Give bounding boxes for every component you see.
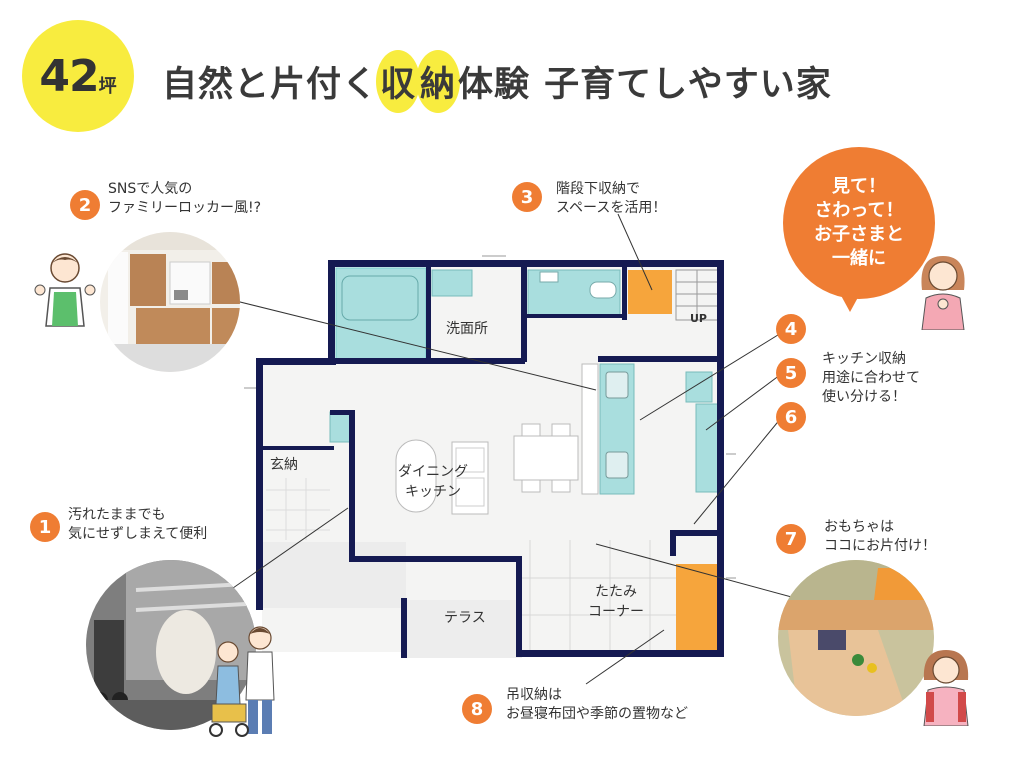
title-part2: 体験 <box>458 65 531 105</box>
point-6-marker: 6 <box>776 402 806 432</box>
size-badge: 42 坪 <box>22 20 134 132</box>
bathroom <box>335 267 427 361</box>
bubble-line-1: 見て！ <box>832 176 886 197</box>
stairs <box>675 269 719 321</box>
chair <box>551 479 571 493</box>
size-number: 42 <box>39 50 99 102</box>
bathtub <box>341 275 419 321</box>
family-illustration <box>209 626 275 737</box>
bubble-line-2: さわって！ <box>814 200 904 221</box>
woman-illustration <box>921 256 965 330</box>
coffee-table <box>395 439 437 513</box>
point-5-note: キッチン収納 用途に合わせて 使い分ける！ <box>822 351 920 405</box>
point-2-marker: 2 <box>70 190 100 220</box>
entrance-sink <box>329 411 351 443</box>
callout-bubble-tail <box>838 290 862 312</box>
chair <box>521 479 541 493</box>
sofa-cushion <box>455 477 485 507</box>
callout-bubble: 見て！ さわって！ お子さまと 一緒に <box>783 147 935 299</box>
walls <box>256 260 724 658</box>
stove <box>605 371 629 399</box>
kitchen-bar <box>581 363 599 495</box>
floor-porch <box>262 542 406 608</box>
bubble-line-3: お子さまと <box>814 224 904 245</box>
stairs-up-label: UP <box>690 312 707 325</box>
jacket <box>156 610 216 694</box>
size-unit: 坪 <box>98 76 117 97</box>
girl-illustration <box>923 650 969 726</box>
toilet-sink <box>539 271 559 283</box>
room-label-entrance-storage: 玄納 <box>270 457 298 473</box>
floor-terrace <box>404 600 522 658</box>
point-7-note: おもちゃは ココにお片付け！ <box>824 519 936 554</box>
point-4-marker: 4 <box>776 314 806 344</box>
point-1-marker: 1 <box>30 512 60 542</box>
title-part1: 自然と片付く <box>162 65 379 105</box>
hanging-storage <box>676 564 718 650</box>
under-stairs-storage <box>628 270 672 314</box>
room-label-washroom: 洗面所 <box>446 321 488 337</box>
room-label-tatami-corner: たたみ コーナー <box>588 584 644 620</box>
point-5-marker: 5 <box>776 358 806 388</box>
point-3-note: 階段下収納で スペースを活用！ <box>556 181 667 216</box>
room-label-dining-kitchen: ダイニング キッチン <box>398 464 468 500</box>
windows <box>244 255 736 579</box>
point-3-marker: 3 <box>512 182 542 212</box>
point-2-note: SNSで人気の ファミリーロッカー風!? <box>108 181 262 216</box>
man-apron-illustration <box>34 253 96 327</box>
room-label-terrace: テラス <box>444 610 486 626</box>
dining-table <box>513 435 579 481</box>
wash-sink <box>431 269 473 297</box>
stroller <box>94 620 124 700</box>
page-title: 自然と片付く 収 納 体験 子育てしやすい家 <box>162 50 832 113</box>
point-8-note: 吊収納は お昼寝布団や季節の置物など <box>506 687 688 722</box>
back-counter-top <box>685 371 713 403</box>
tatami-grid <box>520 540 676 650</box>
chair <box>551 423 571 437</box>
entrance-tiles <box>266 478 330 540</box>
bubble-line-4: 一緒に <box>832 248 886 269</box>
title-highlight-1: 収 <box>376 50 421 113</box>
locker-door-open <box>130 254 166 306</box>
kitchen-sink <box>605 451 629 479</box>
toilet <box>589 281 617 299</box>
chair <box>521 423 541 437</box>
toy-drawer-photo <box>778 560 934 716</box>
locker-photo <box>100 232 240 372</box>
sofa-cushion <box>455 447 485 473</box>
point-7-marker: 7 <box>776 524 806 554</box>
title-highlight-2: 納 <box>416 50 461 113</box>
point-8-marker: 8 <box>462 694 492 724</box>
title-part3: 子育てしやすい家 <box>544 65 832 105</box>
point-1-note: 汚れたままでも 気にせずしまえて便利 <box>68 507 208 542</box>
back-counter <box>695 403 719 493</box>
